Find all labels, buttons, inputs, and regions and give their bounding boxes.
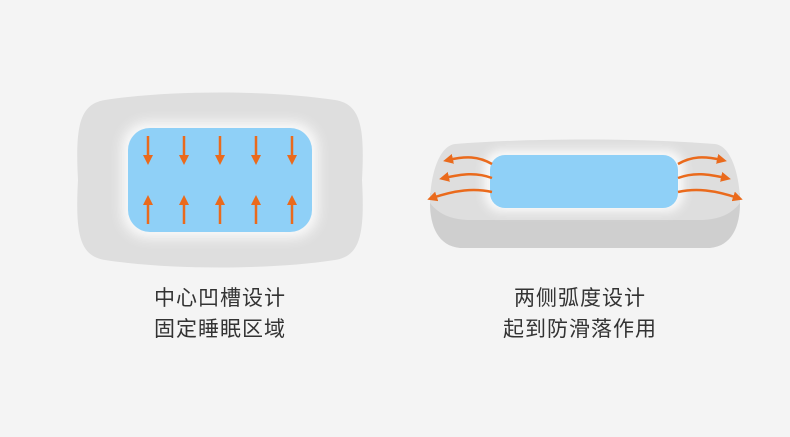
side-curve-arrows — [427, 154, 743, 202]
arrow-left-2 — [439, 172, 493, 182]
arrow-left-1 — [443, 154, 493, 166]
pressure-arrows — [143, 136, 297, 224]
right-caption-line1: 两侧弧度设计 — [514, 286, 646, 310]
pillow-side-view-illustration — [410, 118, 760, 268]
left-caption-line2: 固定睡眠区域 — [154, 317, 286, 341]
pillow-side-view-icon — [427, 139, 743, 248]
left-caption-line1: 中心凹槽设计 — [154, 286, 286, 310]
arrow-right-3 — [677, 188, 743, 202]
arrow-left-3 — [427, 188, 493, 202]
right-caption-line2: 起到防滑落作用 — [503, 317, 657, 341]
pillow-top-view-icon — [77, 92, 363, 268]
center-sleep-zone — [490, 155, 678, 208]
pillow-top-view-illustration — [60, 80, 380, 280]
right-caption: 两侧弧度设计 起到防滑落作用 — [430, 283, 730, 345]
center-sleep-zone — [128, 128, 312, 232]
arrow-right-2 — [677, 172, 731, 182]
arrow-right-1 — [677, 154, 727, 166]
left-caption: 中心凹槽设计 固定睡眠区域 — [70, 283, 370, 345]
